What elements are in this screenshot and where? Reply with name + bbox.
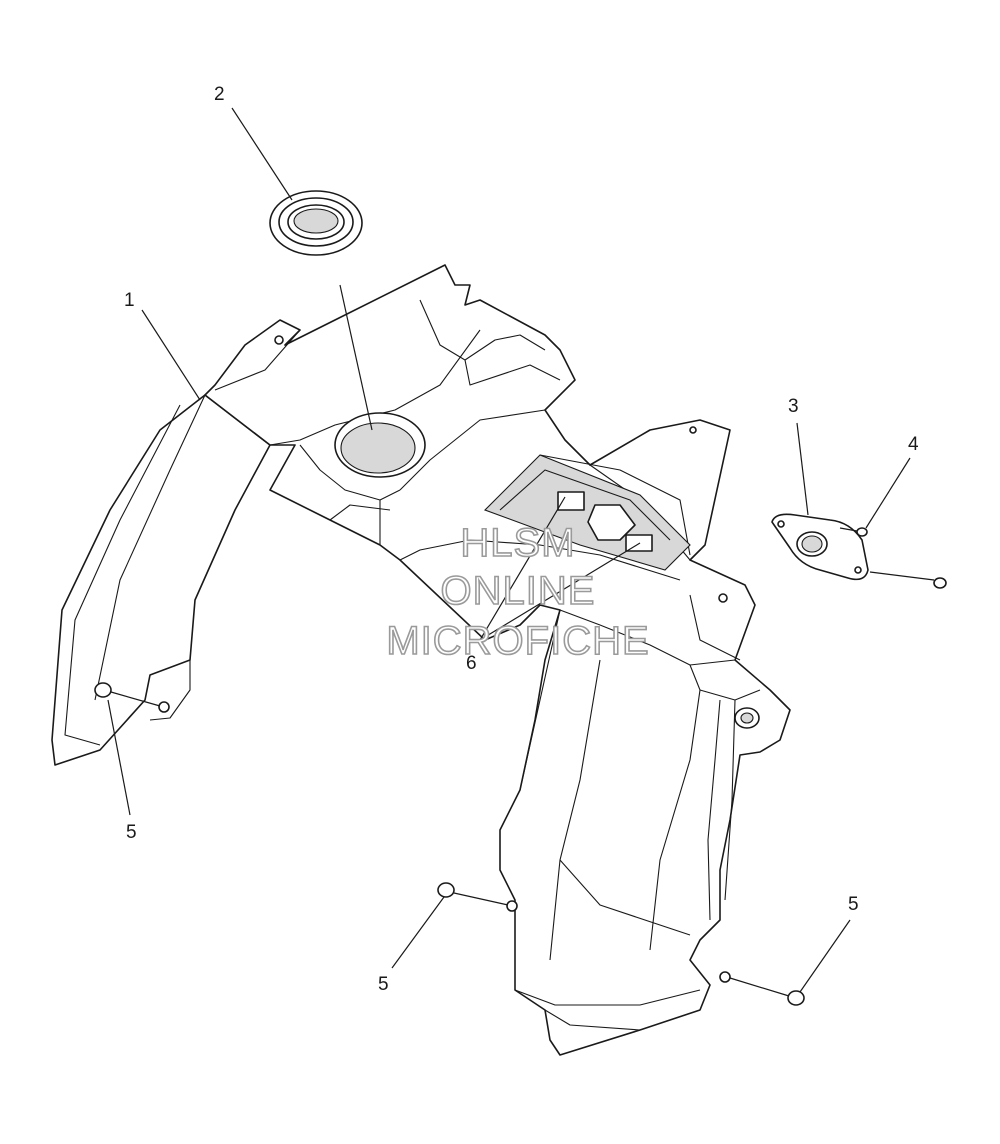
callout-5-right: 5	[848, 894, 859, 915]
callout-3: 3	[788, 396, 799, 417]
callout-5-center: 5	[378, 974, 389, 995]
fastener-part-5	[94, 682, 805, 1006]
callout-2: 2	[214, 84, 225, 105]
watermark-line-3: MICROFICHE	[386, 619, 649, 663]
filler-ring	[269, 190, 363, 256]
gasket-plate	[771, 513, 869, 581]
callout-4: 4	[908, 434, 919, 455]
leader-lines	[107, 107, 911, 993]
callout-5-left: 5	[126, 822, 137, 843]
callout-6: 6	[466, 653, 477, 674]
body-panel	[51, 264, 791, 1056]
watermark-line-1: HLSM	[460, 521, 575, 565]
screw-part-4	[839, 527, 947, 589]
callout-1: 1	[124, 290, 135, 311]
watermark: HLSM ONLINE MICROFICHE	[386, 520, 650, 664]
watermark-line-2: ONLINE	[441, 569, 596, 613]
